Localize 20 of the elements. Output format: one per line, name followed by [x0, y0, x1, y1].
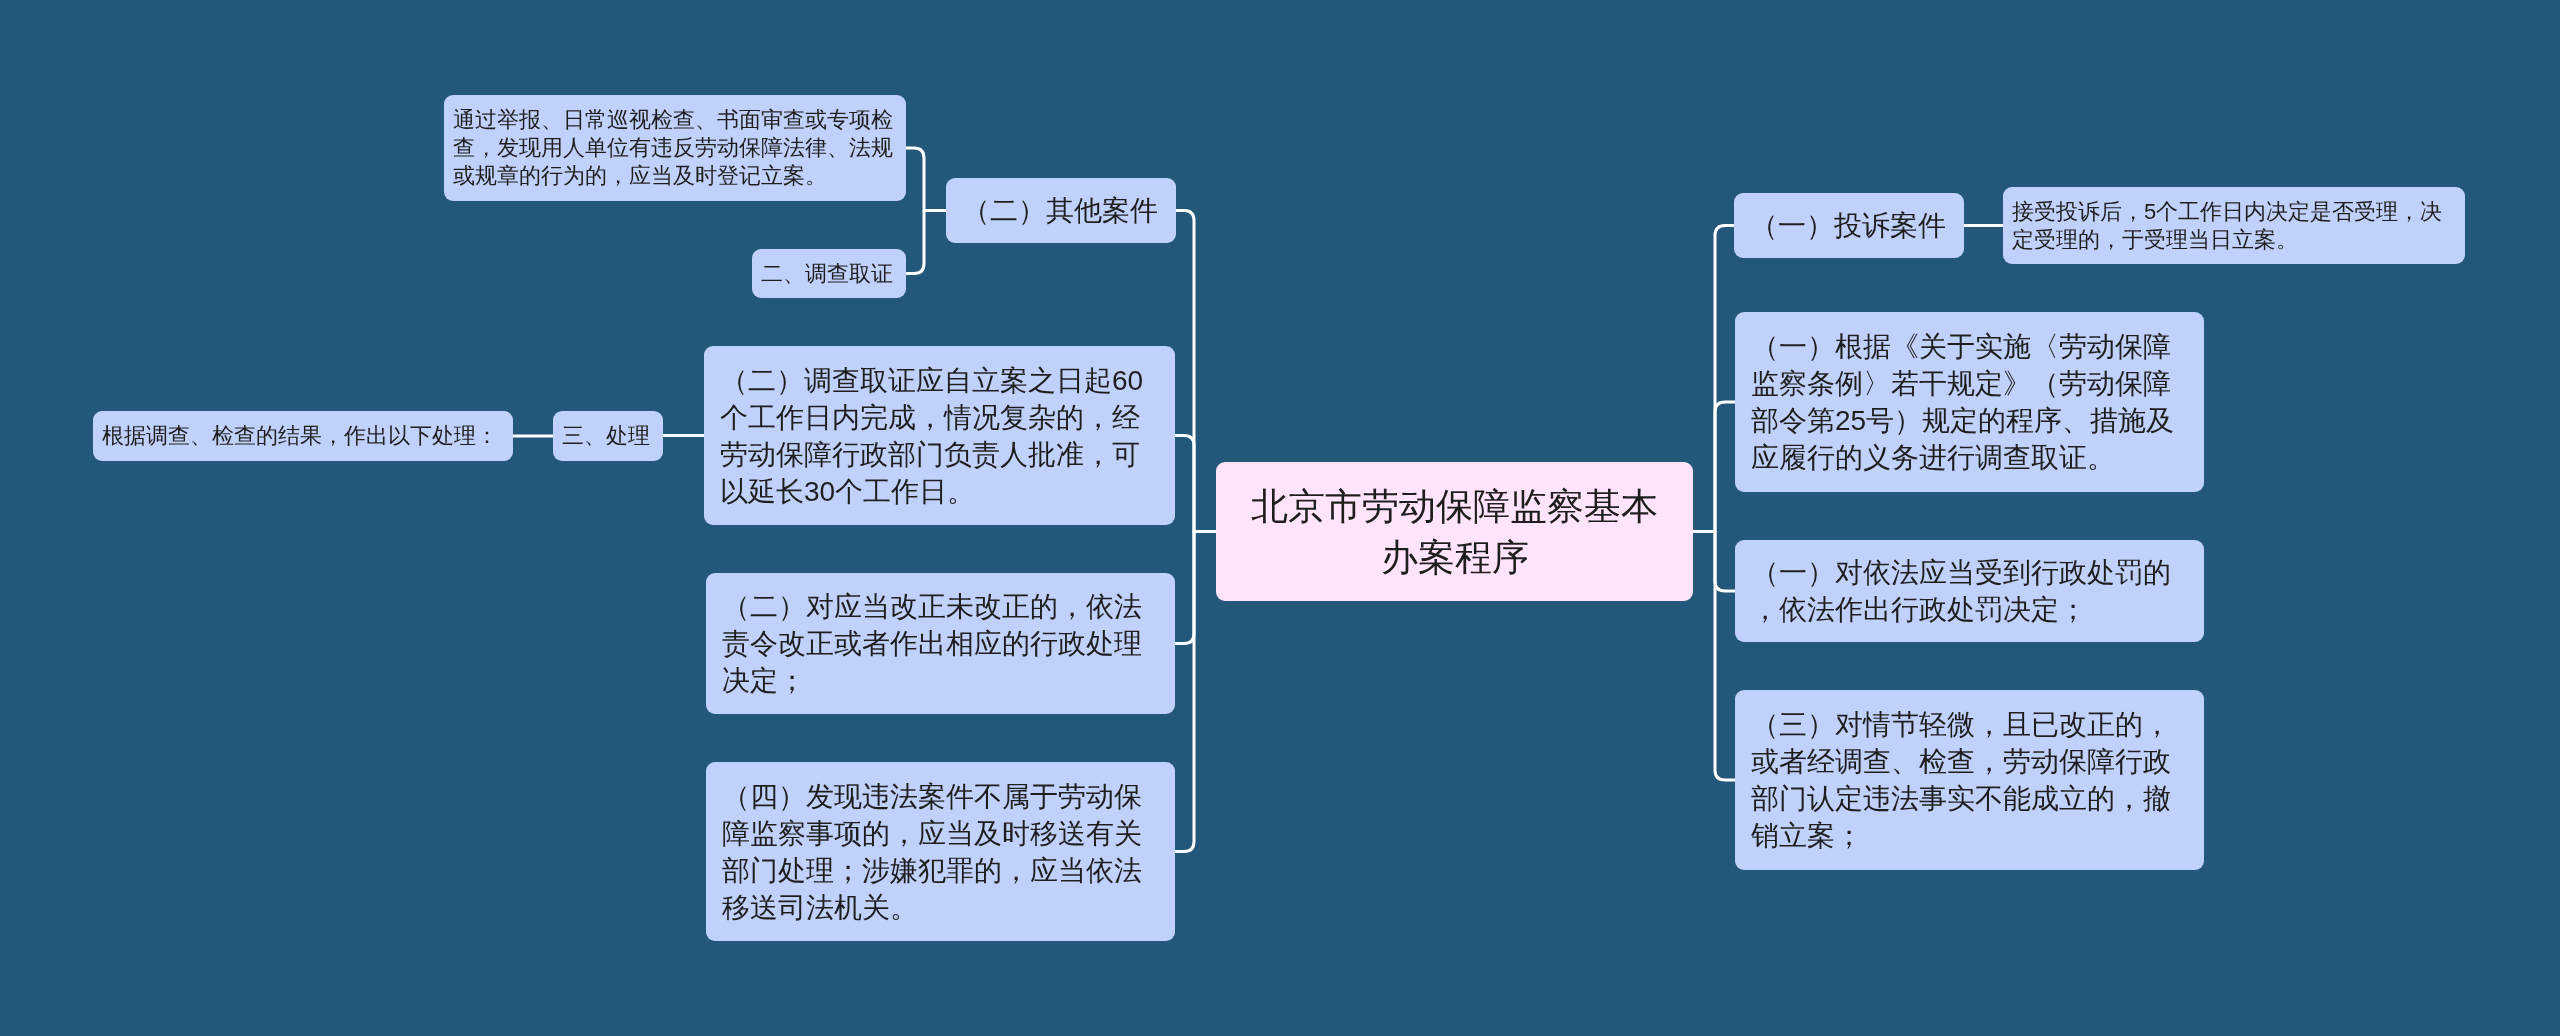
- note-box: 根据调查、检查的结果，作出以下处理：: [93, 411, 513, 461]
- note-box: 接受投诉后，5个工作日内决定是否受理，决定受理的，于受理当日立案。: [2003, 187, 2465, 264]
- topic-box: （二）其他案件: [946, 178, 1176, 243]
- connector-line: [1175, 530, 1216, 853]
- topic-box: （四）发现违法案件不属于劳动保障监察事项的，应当及时移送有关部门处理；涉嫌犯罪的，应当依法移送司法机关。: [706, 762, 1175, 941]
- central-topic-box: 北京市劳动保障监察基本办案程序: [1216, 462, 1693, 601]
- topic-box: （一）根据《关于实施〈劳动保障监察条例〉若干规定》（劳动保障部令第25号）规定的程序、措施及应履行的义务进行调查取证。: [1735, 312, 2204, 492]
- topic-box: （二）调查取证应自立案之日起60个工作日内完成，情况复杂的，经劳动保障行政部门负责人批准，可以延长30个工作日。: [704, 346, 1175, 525]
- connector-line: [663, 434, 704, 437]
- topic-box: （三）对情节轻微，且已改正的，或者经调查、检查，劳动保障行政部门认定违法事实不能成立的，撤销立案；: [1735, 690, 2204, 870]
- connector-line: [1693, 530, 1735, 782]
- connector-line: [906, 209, 946, 275]
- topic-box: （二）对应当改正未改正的，依法责令改正或者作出相应的行政处理决定；: [706, 573, 1175, 714]
- connector-line: [513, 434, 553, 438]
- topic-box: （一）对依法应当受到行政处罚的，依法作出行政处罚决定；: [1735, 540, 2204, 642]
- note-box: 三、处理: [553, 411, 663, 461]
- note-box: 通过举报、日常巡视检查、书面审查或专项检查，发现用人单位有违反劳动保障法律、法规或规章的行为的，应当及时登记立案。: [444, 95, 906, 201]
- topic-box: （一）投诉案件: [1734, 193, 1964, 258]
- connector-line: [1964, 224, 2003, 227]
- note-box: 二、调查取证: [752, 249, 906, 298]
